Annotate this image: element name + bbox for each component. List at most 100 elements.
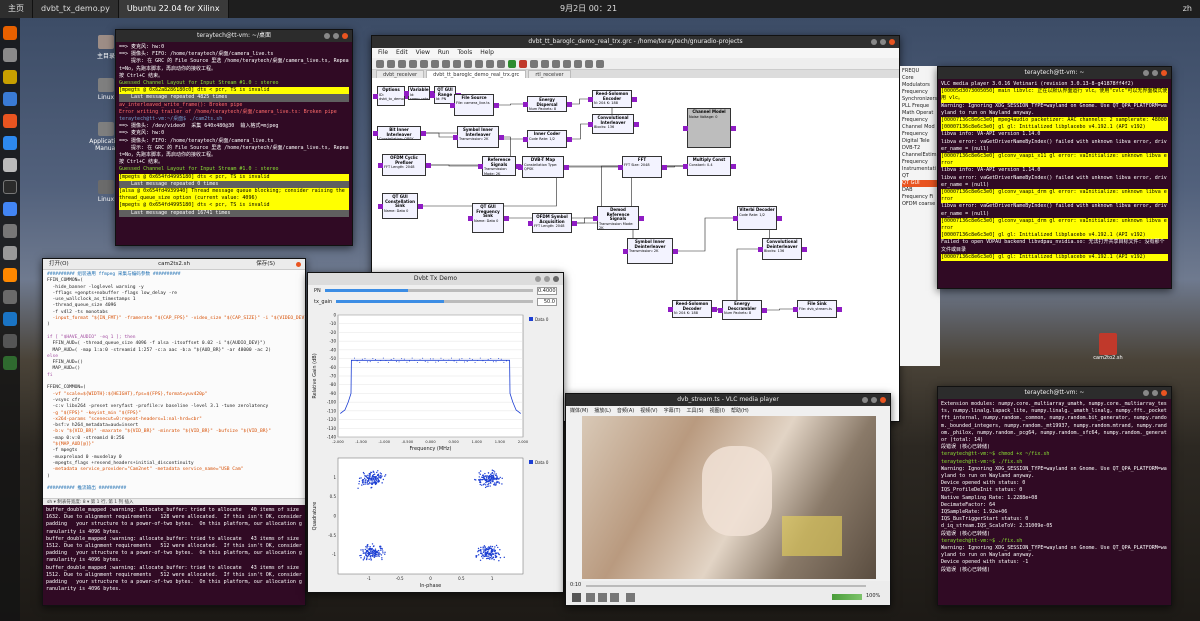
library-item[interactable]: DAB [902, 187, 913, 193]
block-port-in[interactable] [523, 102, 528, 107]
terminal-titlebar[interactable]: teraytech@tt-vm: ~/桌面 [116, 30, 352, 42]
block-port-in[interactable] [588, 122, 593, 127]
block-port-out[interactable] [802, 247, 807, 252]
library-item[interactable]: DVB-T2 [902, 145, 921, 151]
text-editor-window[interactable]: 打开(O) cam2ts2.sh 保存(S) ########## 组装通用 f… [42, 258, 306, 606]
open-icon[interactable] [387, 59, 395, 68]
library-item[interactable]: OFDM coarse [902, 201, 936, 207]
files-icon[interactable] [3, 48, 17, 62]
close-icon[interactable] [1161, 390, 1167, 396]
writer-icon[interactable] [3, 92, 17, 106]
library-item[interactable]: QT [902, 173, 909, 179]
block-port-in[interactable] [683, 164, 688, 169]
minimize-icon[interactable] [1143, 70, 1149, 76]
minimize-icon[interactable] [1143, 390, 1149, 396]
tab-home[interactable]: 主页 [0, 0, 33, 18]
disk-icon[interactable] [3, 334, 17, 348]
block-port-out[interactable] [504, 216, 509, 221]
screenshot-icon[interactable] [420, 59, 428, 68]
vlc-menu-item[interactable]: 工具(S) [686, 408, 704, 414]
clock[interactable]: 9月2日 00：21 [560, 4, 618, 13]
block-port-in[interactable] [378, 204, 383, 209]
pn-value[interactable]: 0.4000 [537, 286, 557, 295]
minimize-icon[interactable] [324, 33, 330, 39]
terminal-output[interactable]: VLC media player 3.0.16 Vetinari (revisi… [938, 79, 1171, 288]
close-icon[interactable] [889, 39, 895, 45]
firefox-icon[interactable] [3, 26, 17, 40]
pause-icon[interactable] [572, 593, 581, 602]
next-icon[interactable] [610, 593, 619, 602]
settings-icon[interactable] [3, 158, 17, 172]
terminal-output[interactable]: Extension modules: numpy.core._multiarra… [938, 399, 1171, 605]
save-button[interactable]: 保存(S) [256, 261, 275, 267]
block-port-in[interactable] [758, 247, 763, 252]
block-port-in[interactable] [668, 307, 673, 312]
menu-help[interactable]: Help [480, 49, 494, 56]
cut-icon[interactable] [431, 59, 439, 68]
copy-icon[interactable] [442, 59, 450, 68]
library-item[interactable]: Synchronizers [902, 96, 938, 102]
previous-icon[interactable] [586, 593, 595, 602]
maximize-icon[interactable] [1152, 70, 1158, 76]
rotate-right-icon[interactable] [541, 59, 549, 68]
block-port-in[interactable] [450, 103, 455, 108]
video-frame[interactable] [582, 416, 876, 579]
reload-icon[interactable] [596, 59, 604, 68]
block-port-out[interactable] [567, 137, 572, 142]
block-port-in[interactable] [618, 165, 623, 170]
block-port-in[interactable] [404, 91, 409, 96]
generate-icon[interactable] [497, 59, 505, 68]
block-port-in[interactable] [373, 94, 378, 99]
terminal-output-grc[interactable]: buffer_double_mapped :warning: allocate_… [43, 505, 305, 605]
disable-icon[interactable] [563, 59, 571, 68]
editor-icon[interactable] [3, 290, 17, 304]
chrome-icon[interactable] [3, 202, 17, 216]
tools-icon[interactable] [3, 246, 17, 260]
pn-slider[interactable] [324, 289, 533, 292]
terminal-icon[interactable] [3, 180, 17, 194]
block-port-out[interactable] [494, 103, 499, 108]
vlc-menu-item[interactable]: 视频(V) [640, 408, 658, 414]
paste-icon[interactable] [453, 59, 461, 68]
block-port-out[interactable] [777, 216, 782, 221]
block-port-in[interactable] [593, 216, 598, 221]
tx-gain-slider[interactable] [336, 300, 533, 303]
block-port-out[interactable] [762, 308, 767, 313]
software-icon[interactable] [3, 114, 17, 128]
terminal-window-vlc-log[interactable]: teraytech@tt-vm: ~ VLC media player 3.0.… [937, 66, 1172, 289]
maximize-icon[interactable] [1152, 390, 1158, 396]
minimize-icon[interactable] [871, 39, 877, 45]
block-port-in[interactable] [683, 126, 688, 131]
block-port-out[interactable] [731, 126, 736, 131]
desktop-icon-linux-2[interactable]: Linux [86, 180, 126, 203]
library-item[interactable]: Frequency [902, 117, 928, 123]
block-port-in[interactable] [453, 135, 458, 140]
bypass-icon[interactable] [574, 59, 582, 68]
block-port-out[interactable] [564, 165, 569, 170]
minimize-icon[interactable] [862, 397, 868, 403]
library-item[interactable]: Instrumentati [902, 166, 936, 172]
new-icon[interactable] [376, 59, 384, 68]
block-port-out[interactable] [632, 97, 637, 102]
menu-tools[interactable]: Tools [457, 49, 473, 56]
redo-icon[interactable] [486, 59, 494, 68]
